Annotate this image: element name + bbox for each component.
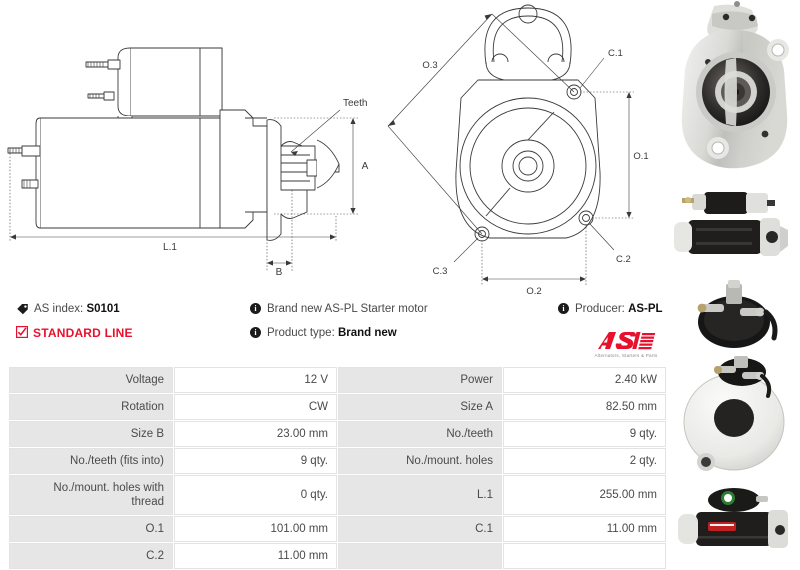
producer-text: Producer: AS-PL (575, 300, 663, 317)
spec-value: 12 V (174, 367, 337, 393)
starter-side-profile-photo[interactable] (668, 178, 800, 278)
spec-value: 2.40 kW (503, 367, 666, 393)
info-column-index: AS index: S0101 STANDARD LINE (16, 300, 246, 348)
spec-value: 82.50 mm (503, 394, 666, 420)
spec-label: Rotation (9, 394, 173, 420)
dim-label-a: A (362, 161, 369, 172)
as-pl-logo: Alternators, Starters & Parts (578, 330, 674, 358)
as-index-value: S0101 (86, 303, 120, 315)
spec-label-empty (338, 543, 502, 569)
tag-icon (17, 304, 28, 315)
spec-label: No./mount. holes (338, 448, 502, 474)
table-row: No./mount. holes with thread 0 qty. L.1 … (9, 475, 666, 515)
logo-tagline: Alternators, Starters & Parts (594, 353, 658, 358)
description-row: i Brand new AS-PL Starter motor (250, 300, 550, 324)
spec-label: L.1 (338, 475, 502, 515)
product-type-label: Product type: (267, 327, 335, 339)
standard-line-badge: STANDARD LINE (33, 326, 133, 340)
as-pl-logo-mark (598, 332, 656, 350)
spec-label: Size B (9, 421, 173, 447)
specifications-table: Voltage 12 V Power 2.40 kW Rotation CW S… (8, 366, 667, 570)
spec-value: 9 qty. (174, 448, 337, 474)
starter-angled-profile-photo[interactable] (668, 486, 800, 556)
spec-value: 23.00 mm (174, 421, 337, 447)
spec-label: Size A (338, 394, 502, 420)
spec-value: 2 qty. (503, 448, 666, 474)
info-icon: i (558, 303, 569, 314)
spec-value: 255.00 mm (503, 475, 666, 515)
starter-motor-front-view: O.3 C.1 O.1 C.2 C.3 O.2 (387, 4, 649, 297)
table-row: Rotation CW Size A 82.50 mm (9, 394, 666, 420)
dim-label-l1: L.1 (163, 242, 177, 253)
starter-solenoid-closeup-photo[interactable] (668, 278, 800, 356)
product-photo-gallery (668, 0, 800, 556)
info-icon: i (250, 303, 261, 314)
spec-label: O.1 (9, 516, 173, 542)
product-description: Brand new AS-PL Starter motor (267, 303, 428, 315)
dim-label-c3: C.3 (433, 266, 448, 277)
spec-value: 9 qty. (503, 421, 666, 447)
dim-label-teeth: Teeth (343, 98, 367, 109)
table-row: No./teeth (fits into) 9 qty. No./mount. … (9, 448, 666, 474)
table-row: Size B 23.00 mm No./teeth 9 qty. (9, 421, 666, 447)
info-icon: i (250, 327, 261, 338)
product-info-block: AS index: S0101 STANDARD LINE i Brand ne… (0, 300, 668, 362)
info-column-description: i Brand new AS-PL Starter motor i Produc… (250, 300, 550, 348)
as-index-text: AS index: S0101 (34, 300, 120, 317)
spec-value: 101.00 mm (174, 516, 337, 542)
producer-row: i Producer: AS-PL (558, 300, 668, 324)
spec-table-body: Voltage 12 V Power 2.40 kW Rotation CW S… (9, 367, 666, 569)
info-column-producer: i Producer: AS-PL (558, 300, 668, 324)
product-type-row: i Product type: Brand new (250, 324, 550, 348)
spec-label: Power (338, 367, 502, 393)
as-index-row: AS index: S0101 (16, 300, 246, 324)
technical-drawings: A L.1 B Teeth (0, 0, 668, 300)
dim-label-b: B (276, 267, 283, 278)
spec-value: 11.00 mm (503, 516, 666, 542)
standard-line-row: STANDARD LINE (16, 324, 246, 348)
spec-value: 0 qty. (174, 475, 337, 515)
spec-value-empty (503, 543, 666, 569)
spec-label: Voltage (9, 367, 173, 393)
spec-value: CW (174, 394, 337, 420)
dim-label-c1: C.1 (608, 48, 623, 59)
dim-label-o3: O.3 (422, 60, 437, 71)
producer-label: Producer: (575, 303, 625, 315)
spec-label: C.2 (9, 543, 173, 569)
as-index-label: AS index: (34, 303, 84, 315)
starter-motor-side-view: A L.1 B Teeth (7, 47, 369, 278)
starter-rear-face-photo[interactable] (668, 356, 800, 486)
starter-front-face-photo[interactable] (668, 0, 800, 178)
product-type-text: Product type: Brand new (267, 324, 397, 341)
checkbox-checked-icon (16, 326, 28, 338)
table-row: C.2 11.00 mm (9, 543, 666, 569)
spec-label: No./teeth (338, 421, 502, 447)
spec-label: No./teeth (fits into) (9, 448, 173, 474)
producer-value: AS-PL (628, 303, 663, 315)
dim-label-o1: O.1 (633, 151, 648, 162)
table-row: O.1 101.00 mm C.1 11.00 mm (9, 516, 666, 542)
spec-label: No./mount. holes with thread (9, 475, 173, 515)
spec-value: 11.00 mm (174, 543, 337, 569)
table-row: Voltage 12 V Power 2.40 kW (9, 367, 666, 393)
spec-label: C.1 (338, 516, 502, 542)
product-type-value: Brand new (337, 327, 397, 339)
dim-label-c2: C.2 (616, 254, 631, 265)
dim-label-o2: O.2 (526, 286, 541, 297)
